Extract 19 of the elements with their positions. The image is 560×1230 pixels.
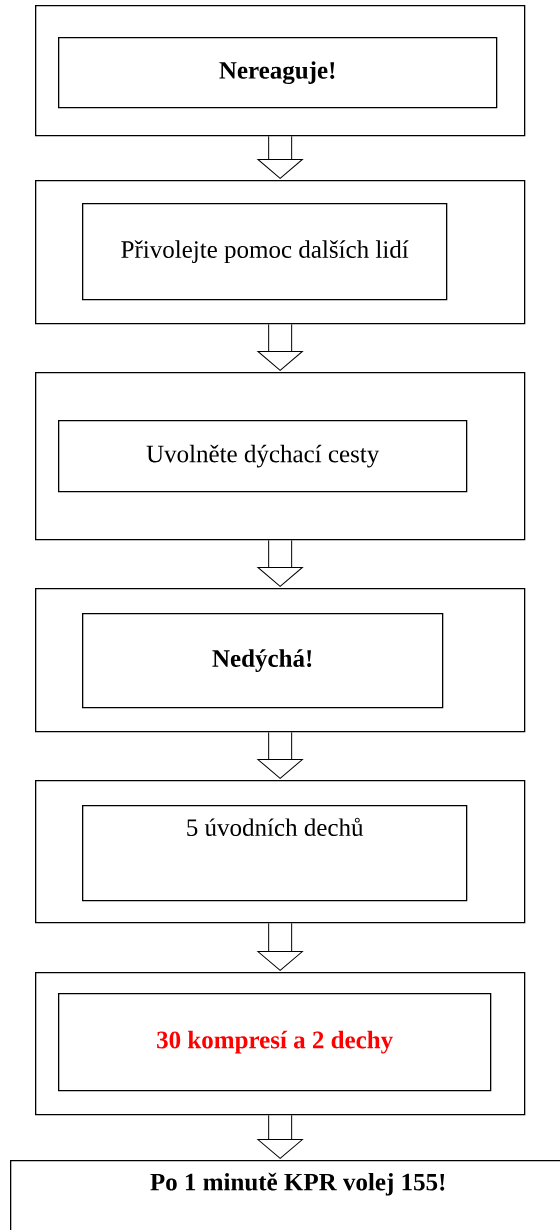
hollow-arrow — [257, 324, 303, 371]
step-frame — [35, 780, 526, 924]
hollow-arrow — [257, 923, 303, 971]
step-box: Uvolněte dýchací cesty — [58, 420, 468, 493]
final-box: Po 1 minutě KPR volej 155! — [10, 1160, 560, 1230]
hollow-arrow — [257, 540, 303, 587]
step-box: Nereaguje! — [58, 37, 498, 109]
step-frame — [35, 5, 526, 137]
step-box: Nedýchá! — [82, 613, 444, 709]
step-frame — [35, 372, 526, 541]
step-box: 30 kompresí a 2 dechy — [58, 993, 492, 1092]
hollow-arrow — [257, 732, 303, 779]
step-box: 5 úvodních dechů — [82, 805, 468, 902]
step-frame — [35, 972, 526, 1116]
hollow-arrow — [257, 136, 303, 179]
hollow-arrow — [257, 1115, 303, 1159]
step-box: Přivolejte pomoc dalších lidí — [82, 203, 448, 301]
step-frame — [35, 588, 526, 733]
step-frame — [35, 180, 526, 325]
